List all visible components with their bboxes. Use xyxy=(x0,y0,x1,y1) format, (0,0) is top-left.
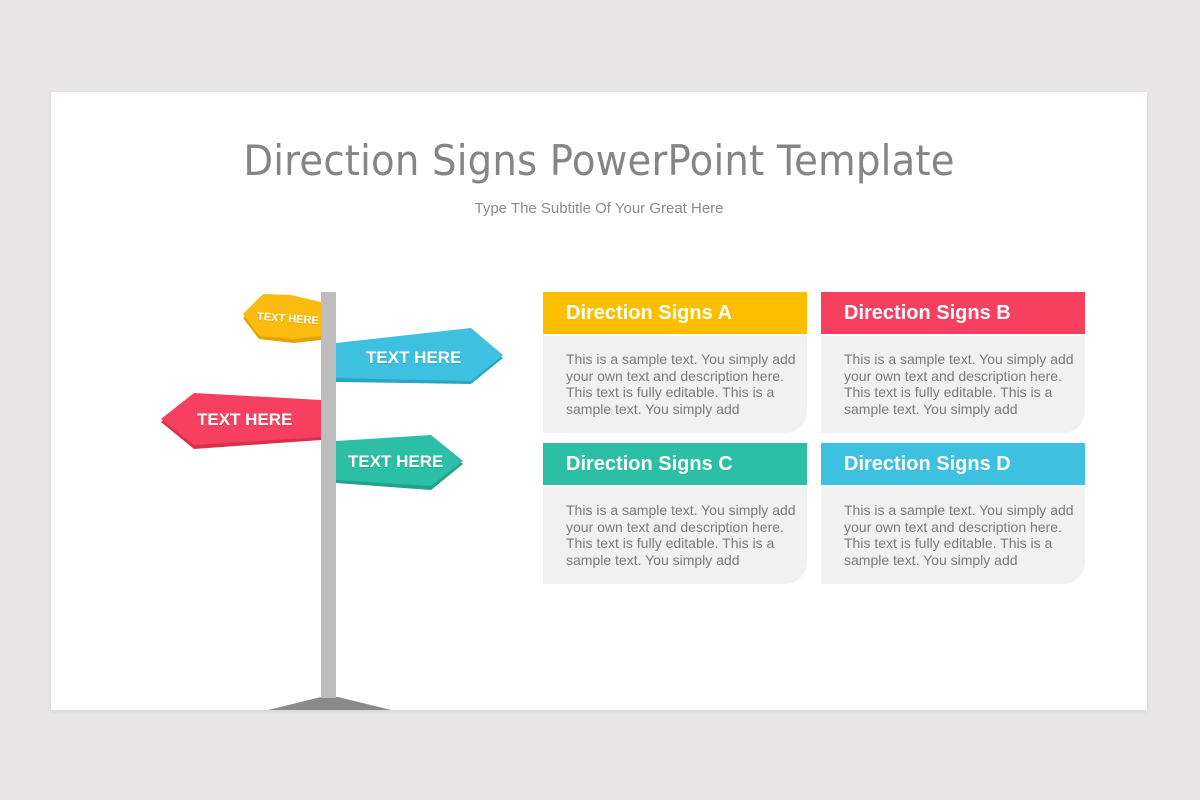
card-a-body: This is a sample text. You simply add yo… xyxy=(543,336,807,433)
slide: Direction Signs PowerPoint Template Type… xyxy=(51,92,1147,710)
slide-subtitle: Type The Subtitle Of Your Great Here xyxy=(474,200,724,217)
sign-yellow-left-icon xyxy=(243,294,321,343)
sign-red-left-icon xyxy=(161,393,321,449)
card-b: Direction Signs B This is a sample text.… xyxy=(821,292,1085,433)
sign-label-green: TEXT HERE xyxy=(348,452,444,471)
card-d-header: Direction Signs D xyxy=(821,443,1085,485)
card-c-header: Direction Signs C xyxy=(543,443,807,485)
card-a: Direction Signs A This is a sample text.… xyxy=(543,292,807,433)
card-a-header: Direction Signs A xyxy=(543,292,807,334)
card-b-body: This is a sample text. You simply add yo… xyxy=(821,336,1085,433)
card-d-body: This is a sample text. You simply add yo… xyxy=(821,487,1085,584)
card-b-header: Direction Signs B xyxy=(821,292,1085,334)
sign-label-cyan: TEXT HERE xyxy=(366,348,462,367)
card-c: Direction Signs C This is a sample text.… xyxy=(543,443,807,584)
signpost-base xyxy=(268,697,391,710)
slide-title: Direction Signs PowerPoint Template xyxy=(243,136,955,185)
signpost-graphic xyxy=(161,292,503,710)
signpost-pole xyxy=(321,292,336,698)
sign-green-right-icon xyxy=(336,435,463,490)
card-c-body: This is a sample text. You simply add yo… xyxy=(543,487,807,584)
sign-label-red: TEXT HERE xyxy=(197,410,293,429)
sign-cyan-right-icon xyxy=(336,328,503,384)
card-d: Direction Signs D This is a sample text.… xyxy=(821,443,1085,584)
